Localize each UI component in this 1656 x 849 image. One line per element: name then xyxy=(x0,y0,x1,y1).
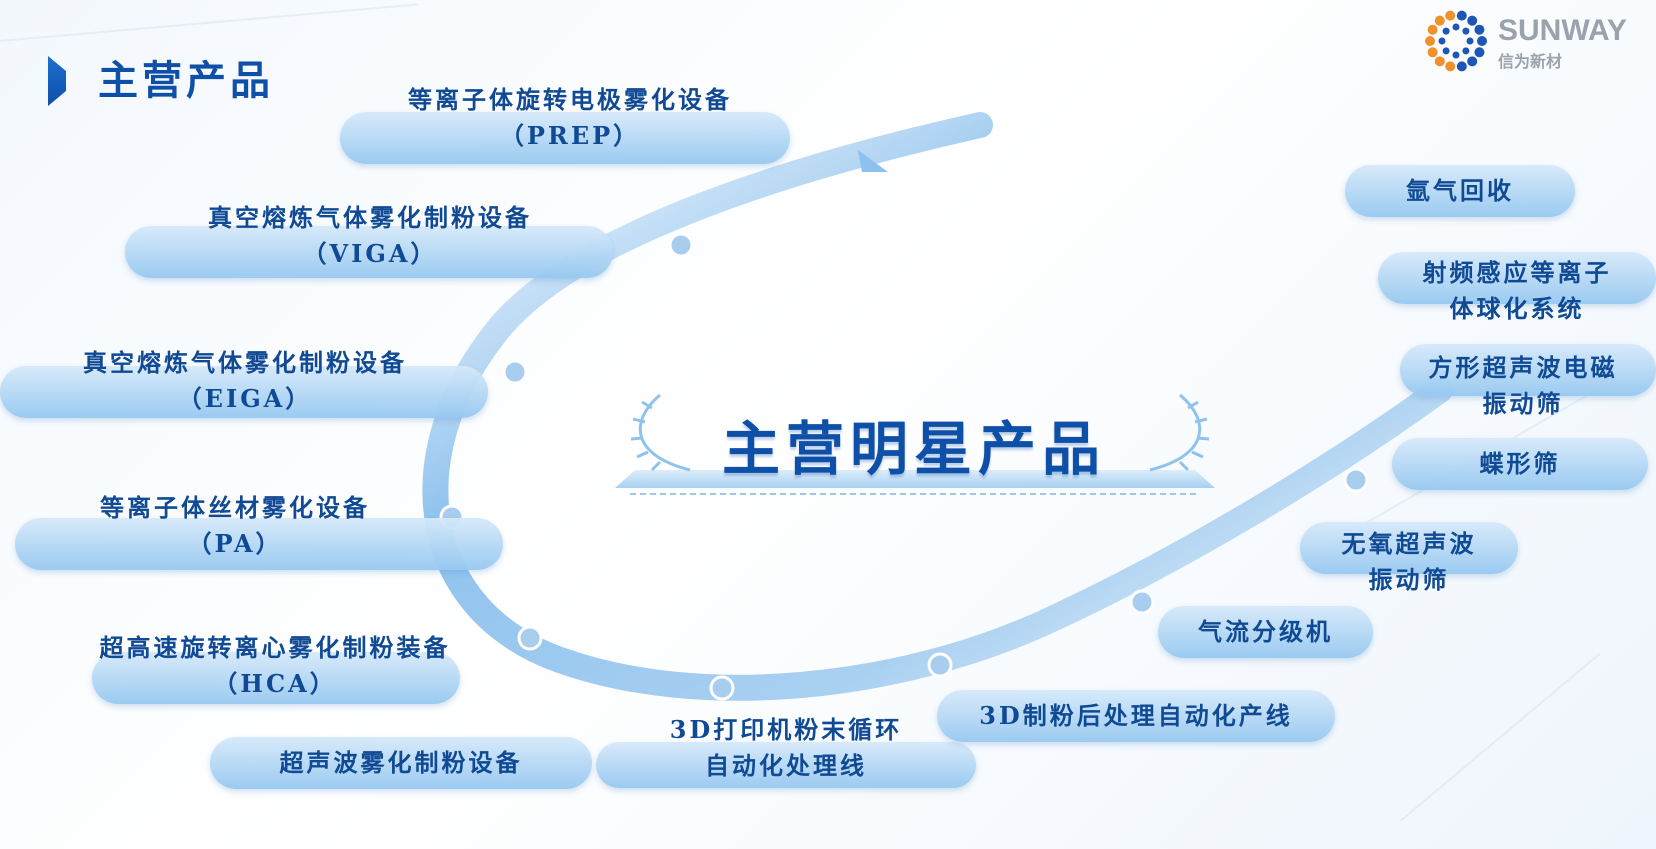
logo-brand: SUNWAY xyxy=(1498,14,1627,47)
product-pill-3d-postprocess[interactable] xyxy=(937,690,1335,742)
product-label-air-classifier: 气流分级机 xyxy=(1198,617,1333,646)
curve-node xyxy=(502,359,528,385)
product-label-eiga: 真空熔炼气体雾化制粉设备（EIGA） xyxy=(83,348,407,413)
product-label-ultrasonic: 超声波雾化制粉设备 xyxy=(279,748,523,777)
product-pill-viga[interactable] xyxy=(125,226,613,278)
arrow-head-icon xyxy=(858,150,888,172)
center-title: 主营明星产品 xyxy=(722,415,1107,483)
product-label-prep: 等离子体旋转电极雾化设备（PREP） xyxy=(408,85,732,150)
company-logo: SUNWAY 信为新材 xyxy=(1418,6,1648,76)
product-pill-eiga[interactable] xyxy=(0,366,488,418)
product-pill-rf-plasma[interactable] xyxy=(1378,252,1656,304)
product-pill-3d-printer[interactable] xyxy=(596,742,976,788)
center-banner xyxy=(615,393,1215,495)
product-pill-hca[interactable] xyxy=(92,652,460,704)
curve-node xyxy=(927,652,953,678)
sunway-logo-icon xyxy=(1425,10,1487,72)
product-pill-butterfly-sieve[interactable] xyxy=(1392,438,1648,490)
product-label-3d-printer: 3D打印机粉末循环自动化处理线 xyxy=(669,715,903,780)
product-label-butterfly-sieve: 蝶形筛 xyxy=(1479,449,1561,478)
curve-node xyxy=(668,232,694,258)
title-marker-icon xyxy=(48,56,66,106)
page-title: 主营产品 xyxy=(98,57,274,104)
product-pill-argon[interactable] xyxy=(1345,165,1575,217)
product-pill-pa[interactable] xyxy=(15,518,503,570)
logo-subtitle: 信为新材 xyxy=(1498,52,1563,71)
product-label-viga: 真空熔炼气体雾化制粉设备（VIGA） xyxy=(208,203,532,268)
product-label-rf-plasma: 射频感应等离子体球化系统 xyxy=(1422,258,1612,323)
curve-node xyxy=(1343,467,1369,493)
curve-node xyxy=(1129,589,1155,615)
curve-node xyxy=(709,675,735,701)
product-pill-ultrasonic[interactable] xyxy=(210,737,592,789)
product-label-pa: 等离子体丝材雾化设备（PA） xyxy=(100,493,370,558)
laurel-right-icon xyxy=(1149,393,1210,472)
product-pill-square-sieve[interactable] xyxy=(1400,344,1656,396)
product-label-oxygen-free-sieve: 无氧超声波振动筛 xyxy=(1341,529,1477,594)
curve-node xyxy=(517,625,543,651)
product-label-hca: 超高速旋转离心雾化制粉装备（HCA） xyxy=(99,633,451,698)
curve-path xyxy=(422,112,1453,701)
product-pill-air-classifier[interactable] xyxy=(1158,606,1373,658)
product-label-argon: 氩气回收 xyxy=(1406,176,1514,205)
laurel-left-icon xyxy=(630,393,691,472)
product-label-square-sieve: 方形超声波电磁振动筛 xyxy=(1428,353,1618,418)
product-pill-prep[interactable] xyxy=(340,112,790,164)
product-label-3d-postprocess: 3D制粉后处理自动化产线 xyxy=(979,701,1293,730)
product-pill-oxygen-free-sieve[interactable] xyxy=(1300,522,1518,574)
